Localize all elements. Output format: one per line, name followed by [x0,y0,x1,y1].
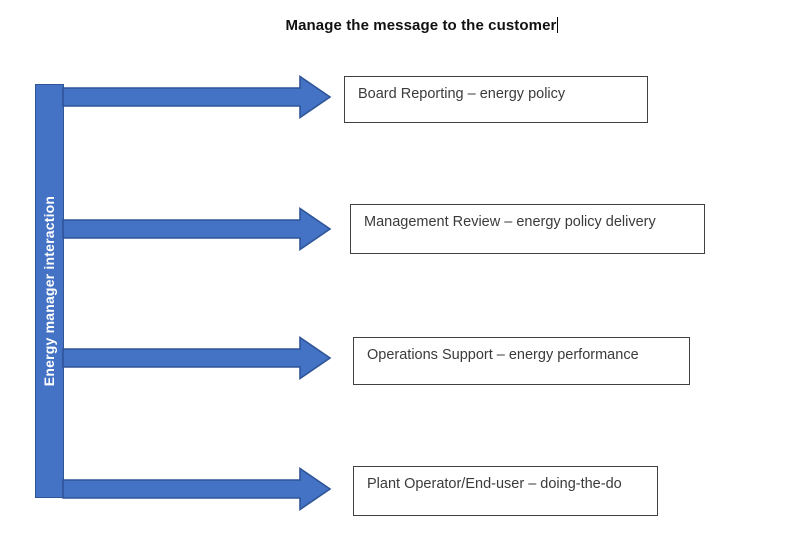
right-arrow-icon[interactable] [62,75,332,119]
energy-manager-bar[interactable]: Energy manager interaction [35,84,64,498]
right-arrow-icon[interactable] [62,336,332,380]
stakeholder-box-label: Board Reporting – energy policy [358,86,566,102]
stakeholder-box-management-review[interactable]: Management Review – energy policy delive… [350,204,705,254]
stakeholder-box-plant-operator[interactable]: Plant Operator/End-user – doing-the-do [353,466,658,516]
diagram-title[interactable]: Manage the message to the customer [44,17,800,34]
text-caret-icon [557,17,559,33]
energy-manager-bar-label: Energy manager interaction [41,195,58,387]
stakeholder-box-board-reporting[interactable]: Board Reporting – energy policy [344,76,648,123]
diagram-title-text: Manage the message to the customer [285,17,557,34]
stakeholder-box-label: Management Review – energy policy delive… [364,214,656,230]
right-arrow-icon[interactable] [62,467,332,511]
stakeholder-box-label: Plant Operator/End-user – doing-the-do [367,476,622,492]
stakeholder-box-label: Operations Support – energy performance [367,347,639,363]
stakeholder-box-operations-support[interactable]: Operations Support – energy performance [353,337,690,385]
right-arrow-icon[interactable] [62,207,332,251]
